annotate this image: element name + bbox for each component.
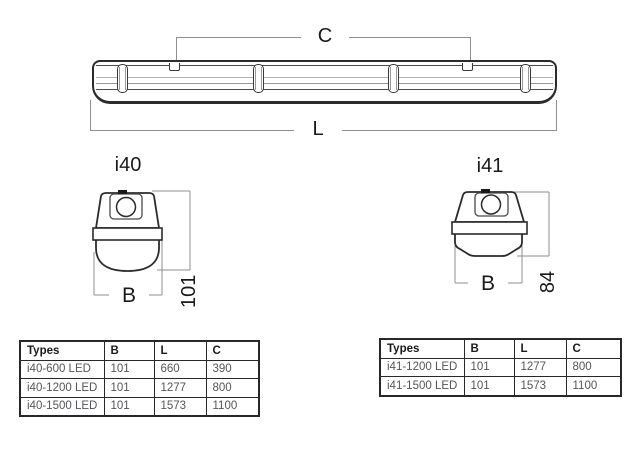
i40-diffuser-outline xyxy=(95,240,160,272)
table-cell: i40-1200 LED xyxy=(19,378,105,398)
table-header-cell: B xyxy=(103,340,155,361)
table-cell: 101 xyxy=(103,396,155,417)
i41-dim-b-label: B xyxy=(468,273,508,294)
table-cell: i41-1500 LED xyxy=(379,376,465,396)
fixture-mounting-tab xyxy=(462,63,473,71)
table-cell: i40-1500 LED xyxy=(19,396,105,417)
table-cell: 101 xyxy=(463,376,515,396)
table-cell: 1573 xyxy=(153,396,207,417)
fixture-clip-detail xyxy=(390,67,397,90)
table-cell: 1277 xyxy=(513,357,567,377)
i41-dim-height-label: 84 xyxy=(537,270,559,294)
i41-clip-band xyxy=(451,221,528,235)
fixture-seam-line xyxy=(96,89,553,90)
fixture-seam-line xyxy=(96,83,553,84)
i40-top-tab xyxy=(118,190,127,194)
table-header-cell: Types xyxy=(19,340,105,361)
fixture-clip-detail xyxy=(119,67,126,90)
i40-clip-band xyxy=(92,227,163,241)
table-cell: 101 xyxy=(103,359,155,379)
dim-l-label: L xyxy=(294,119,342,139)
i40-cable-gland-circle xyxy=(115,196,137,218)
table-cell: 390 xyxy=(205,359,260,379)
fixture-seam-line xyxy=(96,77,553,78)
table-cell: 1100 xyxy=(205,396,260,417)
i41-cross-section-drawing xyxy=(451,189,550,284)
dim-l-tick-left xyxy=(90,100,91,130)
fixture-clip-detail xyxy=(522,67,529,90)
table-cell: 660 xyxy=(153,359,207,379)
dim-c-tick-left xyxy=(176,37,177,60)
table-cell: 1277 xyxy=(153,378,207,398)
fixture-housing xyxy=(92,60,557,104)
table-header-cell: Types xyxy=(379,338,465,359)
fixture-clip xyxy=(388,64,399,93)
fixture-seam-line xyxy=(96,65,553,66)
dim-c-tick-right xyxy=(470,37,471,60)
i41-cable-gland-circle xyxy=(480,194,502,215)
table-header-cell: L xyxy=(153,340,207,361)
fixture-mounting-tab xyxy=(169,63,180,71)
i40-cross-section-drawing xyxy=(92,190,191,296)
table-cell: i41-1200 LED xyxy=(379,357,465,377)
fixture-clip xyxy=(253,64,264,93)
i40-dim-height-label: 101 xyxy=(178,274,200,308)
i40-dim-b-label: B xyxy=(109,285,149,306)
fixture-clip xyxy=(520,64,531,93)
fixture-clip-detail xyxy=(255,67,262,90)
table-cell: i40-600 LED xyxy=(19,359,105,379)
table-header-cell: B xyxy=(463,338,515,359)
fixture-clip xyxy=(117,64,128,93)
table-cell: 800 xyxy=(205,378,260,398)
i41-top-tab xyxy=(481,189,490,193)
table-cell: 101 xyxy=(463,357,515,377)
table-header-cell: L xyxy=(513,338,567,359)
section-title-i41: i41 xyxy=(476,155,504,177)
i41-dimension-lines xyxy=(454,191,550,284)
table-header-cell: C xyxy=(205,340,260,361)
table-cell: 800 xyxy=(565,357,622,377)
table-cell: 1573 xyxy=(513,376,567,396)
i41-diffuser-outline xyxy=(454,234,523,257)
dim-c-label: C xyxy=(301,26,349,46)
section-title-i40: i40 xyxy=(114,154,142,176)
table-header-cell: C xyxy=(565,338,622,359)
table-cell: 101 xyxy=(103,378,155,398)
table-cell: 1100 xyxy=(565,376,622,396)
dim-l-tick-right xyxy=(556,100,557,130)
